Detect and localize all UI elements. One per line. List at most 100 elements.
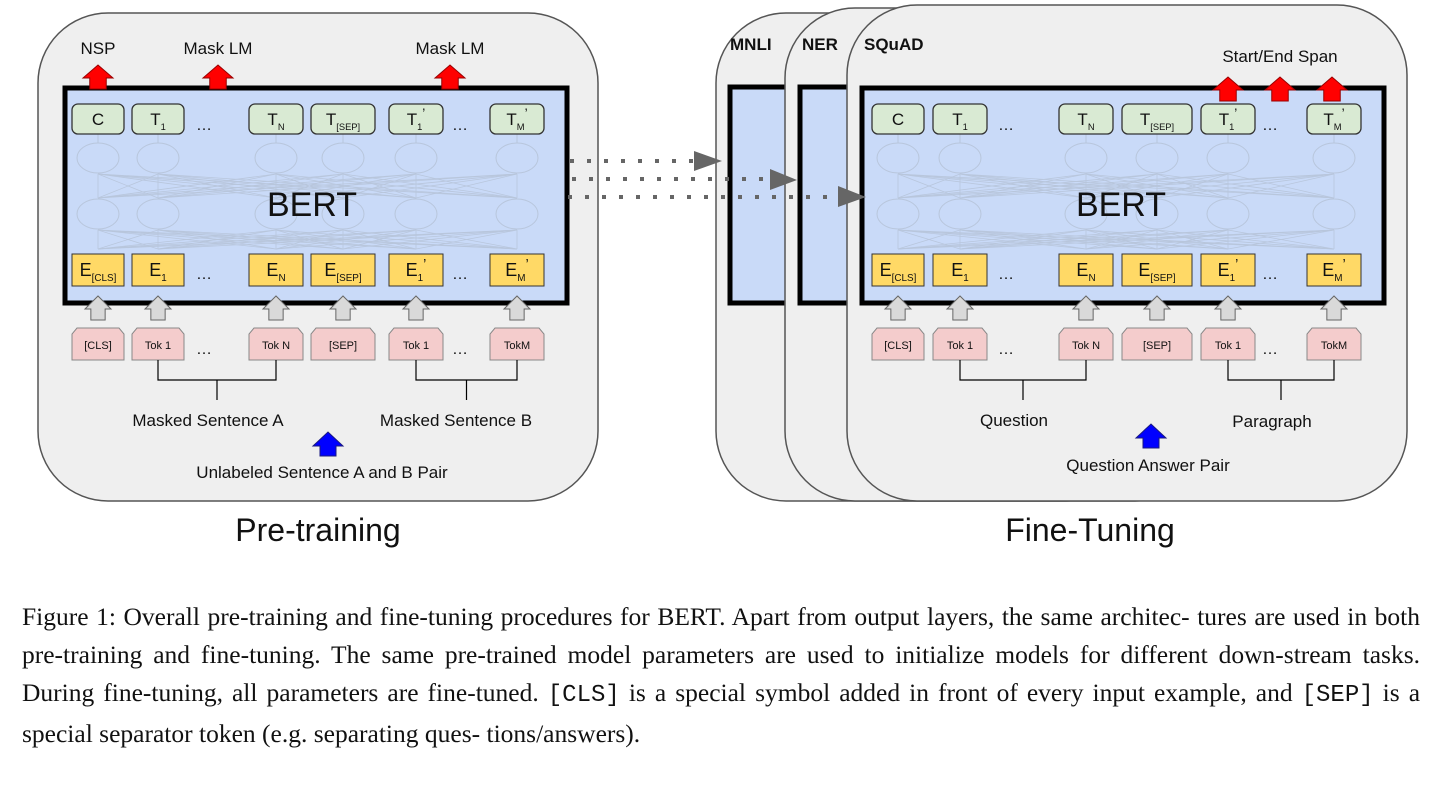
- attention-edge: [97, 229, 159, 250]
- transfer-arrowhead-squad-icon: [838, 186, 866, 207]
- hidden-node: [136, 198, 180, 230]
- input-token-label: Tok 1: [947, 340, 973, 352]
- output-token-label: TN: [1077, 110, 1094, 132]
- input-token-label: Tok N: [262, 340, 290, 352]
- caption-line-5: tions/answers).: [486, 719, 641, 748]
- input-token-label: Tok 1: [403, 340, 429, 352]
- embedding-box: [1200, 253, 1256, 287]
- input-token-label: [SEP]: [329, 340, 357, 352]
- attention-edge: [897, 173, 1158, 199]
- output-token-label: C: [92, 110, 104, 129]
- embedding-label: E1’: [406, 257, 427, 284]
- input-token-label: [CLS]: [84, 340, 112, 352]
- task-output-arrow-icon: [1263, 76, 1297, 102]
- caption-sep-token: [SEP]: [1301, 682, 1374, 709]
- head-label-mask-lm-1: Mask LM: [184, 39, 253, 58]
- embedding-input-arrow-icon: [143, 295, 173, 321]
- output-token-label: T[SEP]: [1140, 110, 1174, 132]
- attention-edge: [1156, 229, 1229, 250]
- input-token-box: [871, 327, 925, 361]
- finetuning-segment-b-label: Paragraph: [1232, 412, 1311, 431]
- attention-edge: [275, 173, 518, 199]
- output-token-box: [71, 103, 125, 135]
- attention-edge: [959, 173, 1229, 199]
- input-token-box: [1200, 327, 1256, 361]
- output-token-label: TM’: [1323, 106, 1344, 132]
- attention-edge: [1085, 229, 1229, 250]
- output-ellipsis: …: [196, 117, 212, 134]
- embedding-input-arrow-icon: [1213, 295, 1243, 321]
- attention-edge: [1227, 173, 1335, 199]
- attention-edge: [897, 173, 961, 199]
- embedding-ellipsis: …: [196, 266, 212, 283]
- hidden-node: [938, 198, 982, 230]
- embedding-input-arrow-icon: [1142, 295, 1172, 321]
- attention-edge: [897, 229, 1087, 250]
- attention-edge: [897, 229, 961, 250]
- bert-diagram: MNLI NER SQuAD BERT BERT NSP Mask LM Mas…: [37, 4, 1408, 548]
- input-token-box: [71, 327, 125, 361]
- hidden-node: [254, 198, 298, 230]
- embedding-input-arrow-icon: [502, 295, 532, 321]
- hidden-node: [1135, 198, 1179, 230]
- attention-edge: [275, 173, 417, 199]
- embedding-input-arrow-icon: [328, 295, 358, 321]
- token-ellipsis: …: [196, 341, 212, 358]
- embedding-label: EN: [1076, 260, 1095, 284]
- output-token-box: [1058, 103, 1114, 135]
- task-output-arrow-icon: [1211, 76, 1245, 102]
- embedding-box: [310, 253, 376, 287]
- embedding-input-arrow-icon: [83, 295, 113, 321]
- task-output-arrow-icon: [433, 64, 467, 90]
- attention-edge: [1156, 229, 1335, 250]
- embedding-input-arrow-icon: [261, 295, 291, 321]
- embedding-box: [1121, 253, 1193, 287]
- output-token-box: [1121, 103, 1193, 135]
- pretraining-input-arrow-icon: [311, 431, 345, 457]
- figure-caption: Figure 1: Overall pre-training and fine-…: [22, 598, 1420, 753]
- hidden-node: [321, 198, 365, 230]
- task-label-ner: NER: [802, 35, 838, 54]
- task-output-arrow-icon: [1315, 76, 1349, 102]
- output-token-box: [248, 103, 304, 135]
- output-token-label: T1: [150, 110, 166, 132]
- input-token-label: [CLS]: [884, 340, 912, 352]
- embedding-label: EM’: [505, 257, 528, 284]
- finetuning-title: Fine-Tuning: [1005, 512, 1175, 548]
- caption-line-1: Figure 1: Overall pre-training and fine-…: [22, 602, 1190, 631]
- attention-edge: [897, 173, 1087, 199]
- attention-edge: [897, 229, 1158, 250]
- embedding-label: EN: [266, 260, 285, 284]
- attention-edge: [275, 229, 417, 250]
- head-label-nsp: NSP: [81, 39, 116, 58]
- segment-bracket: [157, 360, 277, 400]
- embedding-box: [388, 253, 444, 287]
- embedding-input-arrow-icon: [945, 295, 975, 321]
- task-label-mnli: MNLI: [730, 35, 772, 54]
- embedding-label: E1’: [1218, 257, 1239, 284]
- attention-edge: [157, 173, 417, 199]
- input-token-label: TokM: [504, 340, 530, 352]
- output-token-box: [131, 103, 185, 135]
- segment-bracket: [959, 360, 1087, 400]
- embedding-label: E1: [951, 260, 969, 284]
- caption-line-4a: symbol added in front of every input exa…: [755, 678, 1302, 707]
- attention-edge: [97, 229, 417, 250]
- embedding-label: E[CLS]: [880, 260, 917, 284]
- input-token-box: [131, 327, 185, 361]
- transfer-arrowhead-ner-icon: [770, 169, 797, 190]
- embedding-input-arrow-icon: [1071, 295, 1101, 321]
- output-token-box: [1306, 103, 1362, 135]
- embedding-box: [932, 253, 988, 287]
- output-ellipsis: …: [998, 117, 1014, 134]
- output-ellipsis: …: [1262, 117, 1278, 134]
- attention-edge: [342, 173, 417, 199]
- attention-edge: [415, 229, 518, 250]
- attention-edge: [342, 229, 518, 250]
- segment-bracket: [1227, 360, 1335, 400]
- embedding-label: E[SEP]: [1138, 260, 1176, 284]
- embedding-label: E1: [149, 260, 167, 284]
- embedding-ellipsis: …: [452, 266, 468, 283]
- attention-edge: [157, 173, 518, 199]
